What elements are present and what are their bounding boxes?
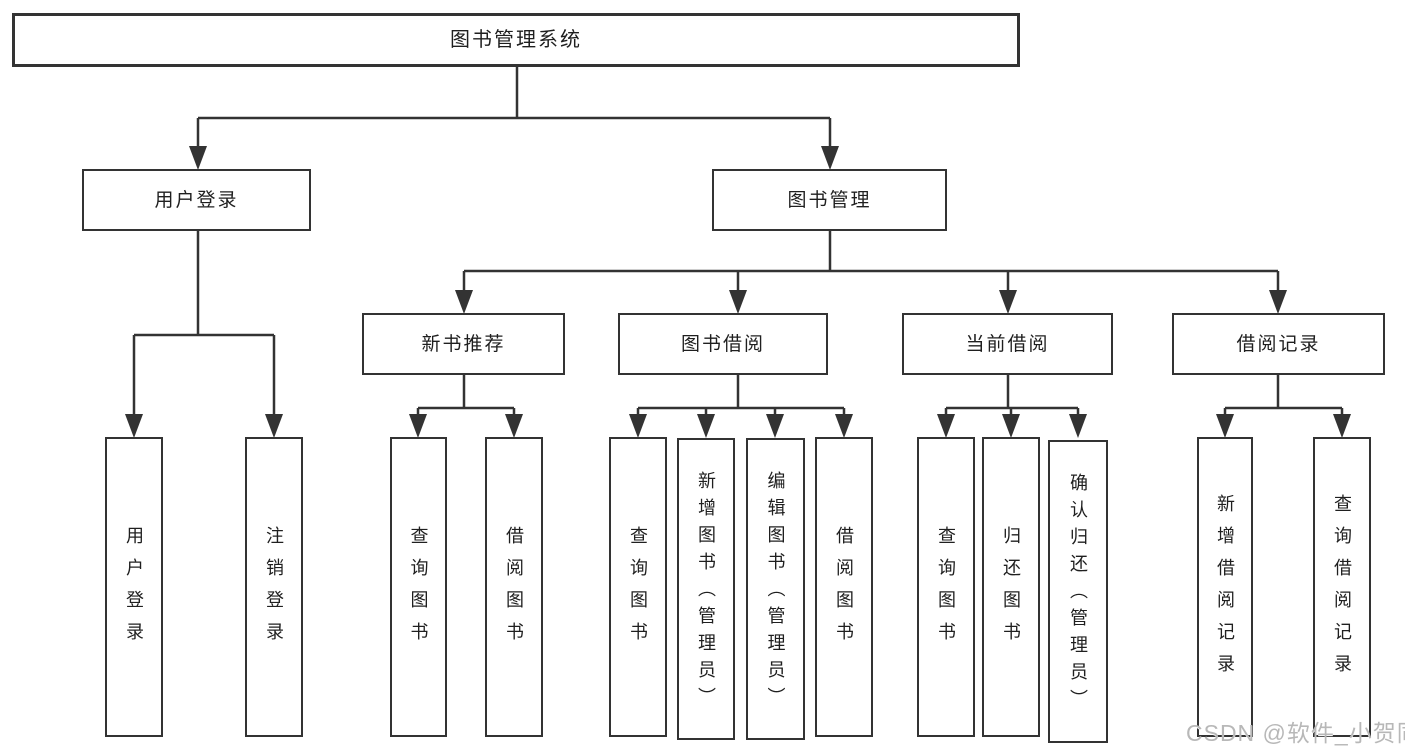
leaf-user-login: 用户登录	[105, 437, 163, 737]
leaf-add-books-admin: 新增图书（管理员）	[677, 438, 735, 740]
arrow-down-icon	[265, 414, 283, 438]
edge-borrow-records-to-children	[1223, 375, 1344, 434]
edge-book-mgmt-to-children	[462, 231, 1280, 310]
edge-root-to-level2	[196, 67, 832, 166]
arrow-down-icon	[1333, 414, 1351, 438]
node-current-borrowing: 当前借阅	[902, 313, 1113, 375]
arrow-down-icon	[999, 290, 1017, 314]
edge-user-login-to-children	[132, 231, 276, 434]
arrow-down-icon	[729, 290, 747, 314]
leaf-borrowing-borrow-books: 借阅图书	[815, 437, 873, 737]
leaf-logout: 注销登录	[245, 437, 303, 737]
node-new-book-recommend: 新书推荐	[362, 313, 565, 375]
arrow-down-icon	[1269, 290, 1287, 314]
arrow-down-icon	[697, 414, 715, 438]
arrow-down-icon	[125, 414, 143, 438]
arrow-down-icon	[409, 414, 427, 438]
arrow-down-icon	[821, 146, 839, 170]
csdn-watermark: CSDN @软件_小贺同学	[1186, 720, 1405, 746]
arrow-down-icon	[505, 414, 523, 438]
arrow-down-icon	[455, 290, 473, 314]
node-book-borrowing: 图书借阅	[618, 313, 828, 375]
arrow-down-icon	[189, 146, 207, 170]
arrow-down-icon	[1002, 414, 1020, 438]
leaf-return-books: 归还图书	[982, 437, 1040, 737]
edge-book-borrow-to-children	[636, 375, 846, 434]
arrow-down-icon	[835, 414, 853, 438]
node-user-login: 用户登录	[82, 169, 311, 231]
leaf-edit-books-admin: 编辑图书（管理员）	[746, 438, 805, 740]
arrow-down-icon	[766, 414, 784, 438]
arrowheads	[125, 146, 1351, 438]
leaf-borrowing-query-books: 查询图书	[609, 437, 667, 737]
node-borrow-records: 借阅记录	[1172, 313, 1385, 375]
arrow-down-icon	[1069, 414, 1087, 438]
leaf-current-query-books: 查询图书	[917, 437, 975, 737]
node-root-system: 图书管理系统	[12, 13, 1020, 67]
arrow-down-icon	[629, 414, 647, 438]
leaf-confirm-return-admin: 确认归还（管理员）	[1048, 440, 1108, 743]
leaf-query-borrow-record: 查询借阅记录	[1313, 437, 1371, 737]
node-book-management: 图书管理	[712, 169, 947, 231]
arrow-down-icon	[1216, 414, 1234, 438]
leaf-rec-query-books: 查询图书	[390, 437, 447, 737]
leaf-rec-borrow-books: 借阅图书	[485, 437, 543, 737]
leaf-add-borrow-record: 新增借阅记录	[1197, 437, 1253, 737]
edge-new-book-rec-to-children	[416, 375, 516, 434]
arrow-down-icon	[937, 414, 955, 438]
